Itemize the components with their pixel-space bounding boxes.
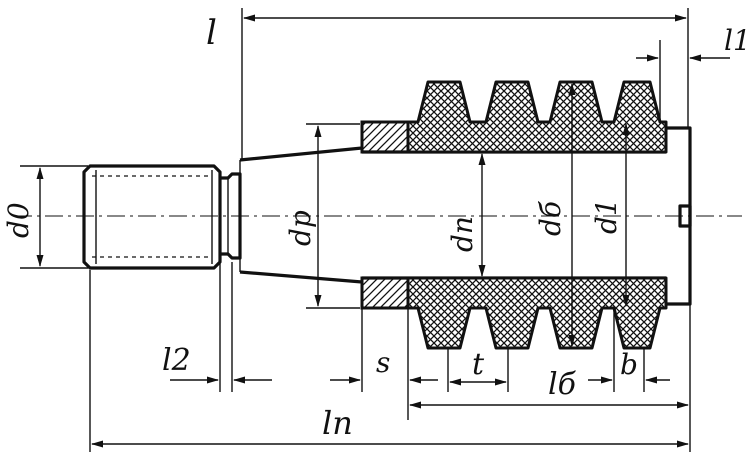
plain-bushing [360, 120, 410, 310]
label-l2: l2 [162, 343, 191, 378]
tapered-shank [239, 146, 363, 284]
threaded-end [82, 164, 222, 270]
label-d1: d1 [590, 198, 623, 234]
end-flange [666, 126, 692, 306]
dimension-labels: l l1 d0 dp dп dб d1 l2 s t lб b lп [2, 13, 751, 442]
label-s: s [376, 346, 390, 379]
label-dp: dp [284, 210, 317, 246]
label-t: t [472, 347, 485, 382]
label-l: l [206, 13, 217, 53]
toothed-body [406, 80, 668, 350]
dimension-lines [36, 14, 730, 448]
label-b: b [620, 348, 638, 381]
label-ln: lп [322, 404, 353, 442]
label-l1: l1 [724, 24, 751, 57]
label-db: dб [534, 200, 567, 236]
label-d0: d0 [2, 202, 35, 238]
label-dn: dп [446, 216, 479, 252]
extension-lines [20, 8, 691, 452]
label-lb: lб [548, 367, 577, 402]
